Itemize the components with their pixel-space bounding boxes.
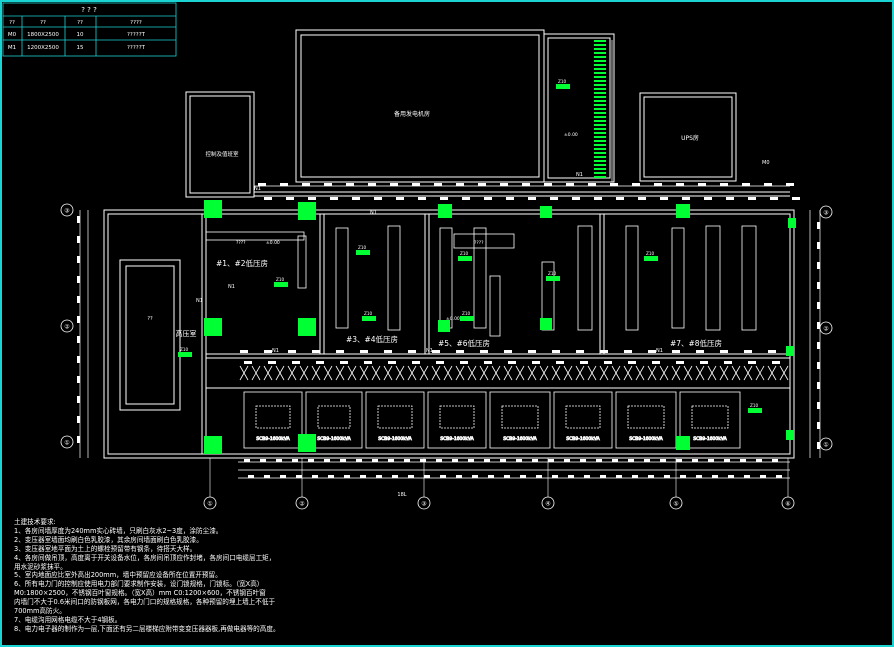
axis-label-bottom: ④: [545, 501, 550, 508]
axis-label-right: ①: [823, 442, 828, 449]
axis-bubble-right: [819, 205, 833, 219]
dimension-lines: [79, 40, 821, 479]
elevation-label: ±0.00: [266, 240, 280, 246]
note-line: M0:1800×2500，不锈钢百叶窗规格。（宽X高）mm C0:1200×60…: [14, 589, 266, 598]
marker-label: Z10: [462, 311, 471, 316]
transformer-label: SCB9-1600kVA: [440, 436, 474, 442]
note-line: 6、所有电力门的控制应使用电力部门要求制作安装，设门锁规格，门锁标。（宽X高）: [14, 580, 264, 589]
marker-label: Z10: [460, 251, 469, 256]
marker-label: Z10: [358, 245, 367, 250]
axis-bubble-left: [60, 203, 74, 217]
room-lv-12: #1、#2低压房: [216, 258, 268, 268]
notes-title: 土建技术要求:: [14, 518, 56, 526]
transformer-label: SCB9-1600kVA: [256, 436, 290, 442]
marker-label: Z10: [558, 79, 567, 84]
axis-label-bottom: ①: [207, 501, 212, 508]
axis-label-right: ③: [823, 210, 828, 217]
transformer-label: SCB9-1600kVA: [693, 436, 727, 442]
marker-label: Z10: [180, 347, 189, 352]
note-line: 700mm高防火。: [14, 607, 66, 616]
door-label-m0: M0: [762, 160, 770, 166]
transformer-label: SCB9-1600kVA: [317, 436, 351, 442]
transformer-bays: SCB9-1600kVA SCB9-1600kVA SCB9-1600kVA SCB9…: [239, 365, 789, 449]
table-header-2: ??: [77, 20, 83, 26]
door-label-n1: N1: [656, 348, 663, 354]
axis-bubbles: ③ ③ ② ② ① ① ① ② ③ ④ ⑤ ⑥: [60, 203, 833, 510]
room-oil: ??: [147, 316, 153, 322]
door-label-n1: N1: [196, 298, 203, 304]
axis-label-right: ②: [823, 326, 829, 333]
door-schedule-table: [2, 2, 177, 57]
table-cell-0-3: ?????T: [127, 32, 146, 38]
room-control: 控制及值班室: [205, 150, 239, 158]
door-label-n1: N1: [272, 348, 279, 354]
question-label: ????: [236, 240, 246, 246]
axis-label-bottom: ⑥: [785, 501, 790, 508]
axis-label-left: ①: [64, 440, 69, 447]
axis-bubble-left: [60, 319, 74, 333]
marker-label: Z10: [750, 403, 759, 408]
door-label-n1: N1: [254, 186, 261, 192]
axis-label-bottom: ⑤: [673, 501, 678, 508]
axis-label-bottom: ③: [421, 501, 426, 508]
note-line: 4、各房间做吊顶，高度离于开关设备水位，各房间吊顶应作封堵，各房间口电缆层工矩，: [14, 553, 276, 562]
transformer-label: SCB9-1600kVA: [503, 436, 537, 442]
room-lv-56: #5、#6低压房: [438, 338, 490, 348]
table-cell-0-2: 10: [77, 32, 84, 38]
table-cell-1-0: M1: [8, 45, 16, 51]
room-ups: UPS房: [681, 134, 699, 142]
door-label-n1: N1: [228, 284, 235, 290]
elevation-label: ±0.00: [564, 132, 578, 138]
room-high-voltage: 高压室: [176, 329, 197, 338]
table-cell-1-1: 1200X2500: [27, 45, 59, 51]
note-line: 8、电力电子器的制作为一层,下面还有另二层楼梯应附带变变压器器板,再做电器等的高…: [14, 624, 280, 633]
note-line: 7、电缆沟用网格电缆不大于4钢板。: [14, 615, 122, 624]
door-label-n1: N1: [426, 348, 433, 354]
dimension-ticks: [77, 183, 820, 478]
axis-label-left: ②: [64, 324, 70, 331]
building-walls: [103, 29, 795, 459]
marker-label: Z10: [646, 251, 655, 256]
axis-label-bottom: ②: [299, 501, 305, 508]
transformer-label: SCB9-1600kVA: [378, 436, 412, 442]
question-label: ????: [474, 240, 484, 246]
axis-bubble-right: [819, 437, 833, 451]
table-cell-1-2: 15: [77, 45, 84, 51]
table-cell-0-1: 1800X2500: [27, 32, 59, 38]
marker-label: Z10: [364, 311, 373, 316]
axis-bubble-right: [819, 321, 833, 335]
door-label-n1: N1: [370, 210, 377, 216]
table-cell-1-3: ?????T: [127, 45, 146, 51]
room-lv-78: #7、#8低压房: [670, 338, 722, 348]
table-header-1: ??: [40, 20, 46, 26]
room-lv-34: #3、#4低压房: [346, 334, 398, 344]
elevation-label: ±0.00: [446, 316, 460, 322]
note-line: 2、变压器室墙面均刷白色乳胶漆，其余房间墙面刷白色乳胶漆。: [14, 535, 203, 544]
transformer-label: SCB9-1600kVA: [566, 436, 600, 442]
note-line: 1、各房间墙厚度为240mm实心砖墙，只刷白灰水2~3度，涂防尘漆。: [14, 526, 223, 535]
transformer-label: SCB9-1600kVA: [629, 436, 663, 442]
marker-label: Z10: [548, 271, 557, 276]
table-header-3: ????: [130, 20, 142, 26]
note-line: 内墙门不大于0.6米间口的防钢板网，各电力门口的规格规格，各种预留的埋上墙上不低…: [14, 598, 276, 607]
note-line: 用水泥砂浆抹平。: [14, 562, 67, 571]
marker-label: Z10: [276, 277, 285, 282]
table-header-0: ??: [9, 20, 15, 26]
room-generator: 备用发电机房: [394, 110, 430, 118]
note-line: 3、变压器室地平面为土上的螺栓预留带有钢条，待搭天大样。: [14, 544, 197, 553]
table-title: ? ? ?: [81, 6, 97, 14]
dimension-total: 18L: [397, 492, 406, 498]
axis-label-left: ③: [64, 208, 69, 215]
door-label-n1: N1: [576, 172, 583, 178]
note-line: 5、室内地面应比室外高出200mm，墙中预留应设备所在位置开预留。: [14, 571, 222, 580]
axis-bubble-left: [60, 435, 74, 449]
construction-notes: 土建技术要求:1、各房间墙厚度为240mm实心砖墙，只刷白灰水2~3度，涂防尘漆…: [14, 518, 614, 634]
table-cell-0-0: M0: [8, 32, 17, 38]
